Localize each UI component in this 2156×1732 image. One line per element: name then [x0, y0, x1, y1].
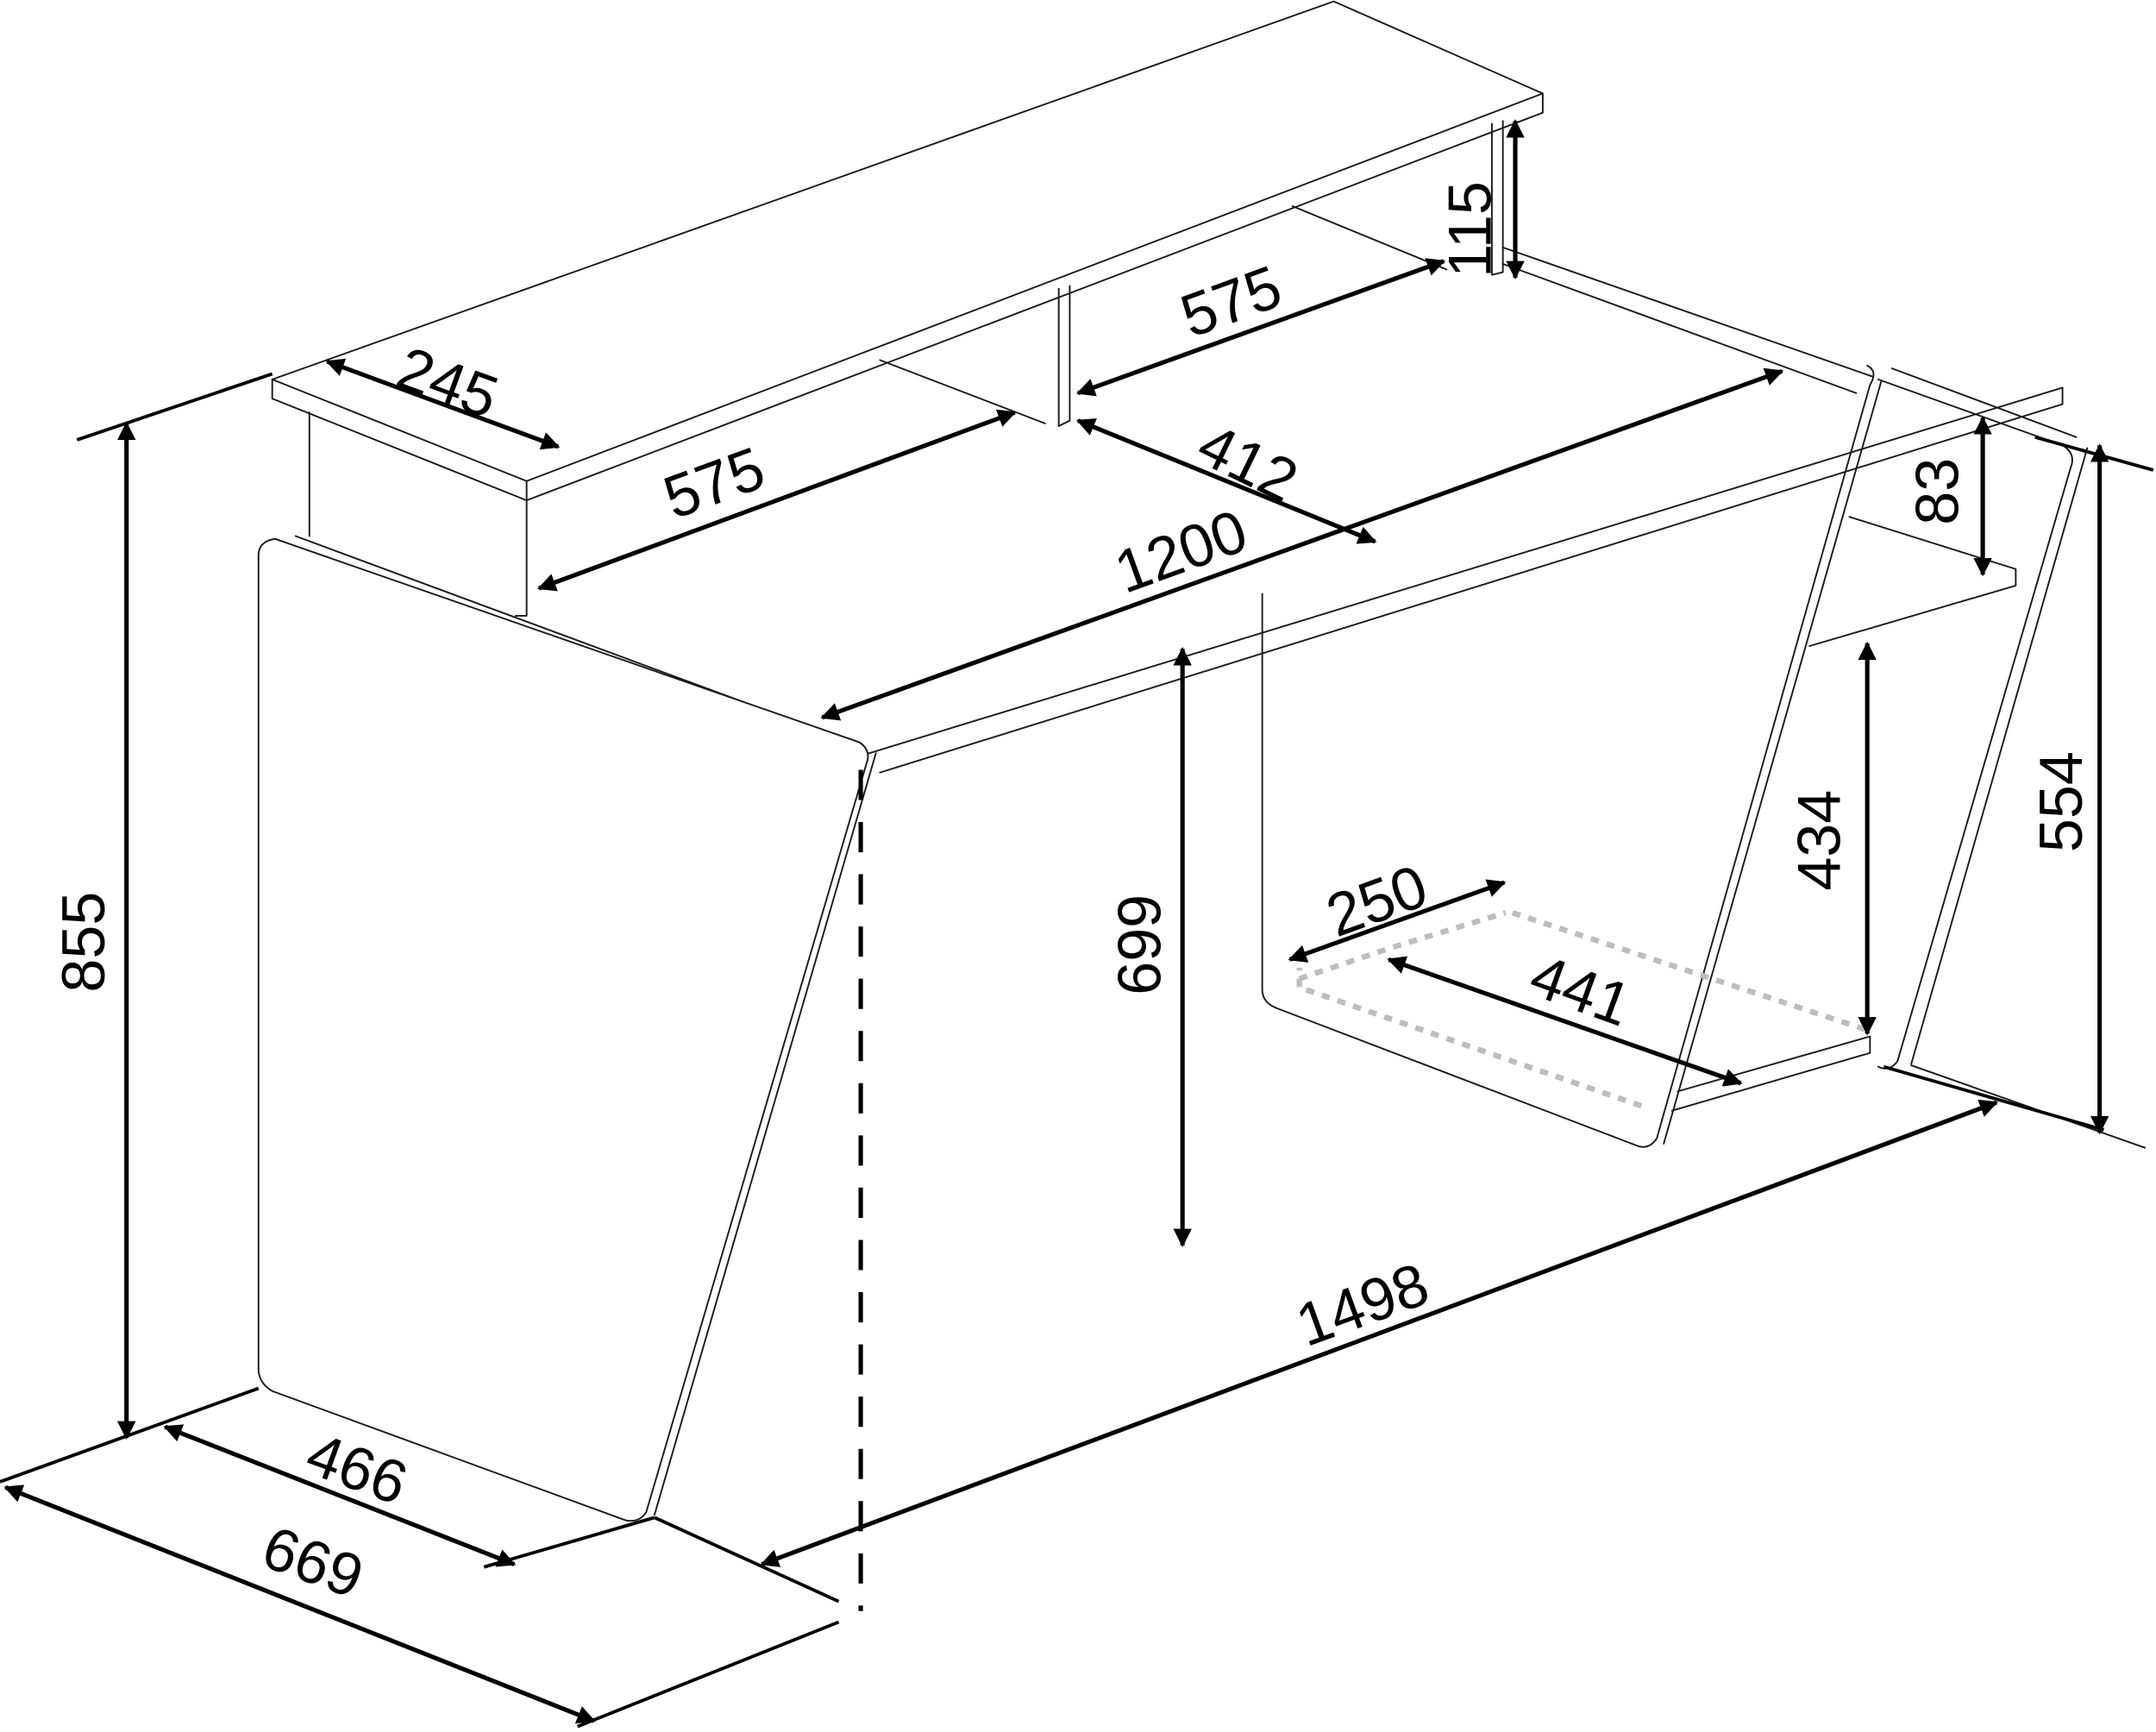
bottom-shelf [1670, 1035, 1871, 1112]
label-699: 699 [1106, 894, 1174, 995]
label-554: 554 [2028, 751, 2095, 852]
dimension-83: 83 [1903, 416, 1992, 577]
extension-lines [0, 372, 2154, 1729]
label-250: 250 [1318, 852, 1436, 950]
desk-body [257, 0, 2147, 1522]
rear-panel [1261, 364, 1883, 1148]
label-575-right: 575 [1172, 253, 1290, 350]
dimension-855: 855 [50, 421, 136, 1440]
dimension-669: 669 [3, 1484, 596, 1724]
top-shelf [271, 0, 1544, 502]
label-412: 412 [1188, 411, 1307, 515]
label-434: 434 [1785, 790, 1852, 891]
label-115: 115 [1436, 181, 1503, 278]
dimension-441: 441 [1387, 941, 1743, 1087]
left-side-panel [257, 537, 877, 1522]
dimension-434: 434 [1785, 641, 1877, 1036]
dimension-699: 699 [1106, 647, 1192, 1247]
dimension-1200: 1200 [820, 367, 1784, 721]
label-1498: 1498 [1288, 1250, 1437, 1359]
dimension-554: 554 [2028, 443, 2109, 1135]
label-669: 669 [254, 1513, 373, 1610]
dimension-1498: 1498 [760, 1099, 1999, 1567]
dimension-115: 115 [1436, 119, 1525, 280]
label-83: 83 [1903, 458, 1971, 525]
label-441: 441 [1522, 941, 1640, 1039]
dimension-575-right: 575 [1075, 253, 1446, 397]
label-855: 855 [50, 892, 117, 993]
label-575-left: 575 [655, 434, 774, 531]
